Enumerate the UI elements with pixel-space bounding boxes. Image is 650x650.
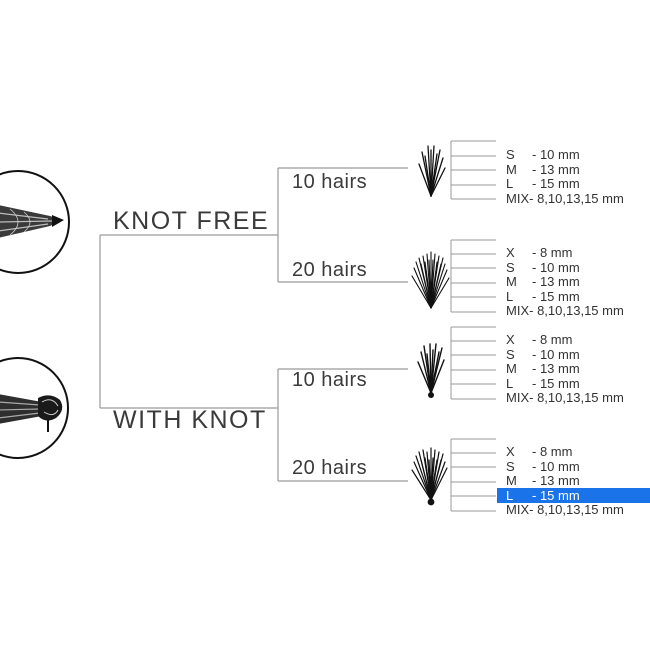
size-option[interactable]: L - 15 mm	[506, 376, 580, 391]
knot-dot-icon	[427, 498, 435, 506]
size-value: - 13 mm	[532, 361, 580, 376]
size-code: X	[506, 332, 515, 347]
size-code: M	[506, 162, 517, 177]
size-value: - 15 mm	[532, 289, 580, 304]
size-value: 8,10,13,15 mm	[537, 303, 624, 318]
lash-cluster-20-icon	[411, 251, 450, 309]
size-option[interactable]: S - 10 mm	[506, 459, 580, 474]
size-option[interactable]: M - 13 mm	[506, 162, 580, 177]
size-code: L	[506, 176, 514, 191]
knot-free-10-hairs-label: 10 hairs	[292, 171, 368, 193]
size-code: MIX-	[506, 502, 534, 517]
with-knot-20-hairs-label: 20 hairs	[292, 457, 368, 479]
size-option[interactable]: S - 10 mm	[506, 347, 580, 362]
size-value: - 10 mm	[532, 260, 580, 275]
size-option-mix[interactable]: MIX- 8,10,13,15 mm	[506, 303, 624, 318]
size-option-mix[interactable]: MIX- 8,10,13,15 mm	[506, 390, 624, 405]
size-value: - 15 mm	[532, 376, 580, 391]
size-code: S	[506, 147, 515, 162]
size-code: M	[506, 473, 517, 488]
size-value: 8,10,13,15 mm	[537, 502, 624, 517]
size-value: - 13 mm	[532, 162, 580, 177]
size-code: MIX-	[506, 191, 534, 206]
size-code: MIX-	[506, 390, 534, 405]
size-value: - 15 mm	[532, 488, 580, 503]
size-option[interactable]: S - 10 mm	[506, 147, 580, 162]
size-code: S	[506, 260, 515, 275]
lash-cluster-20-knot-icon	[411, 447, 448, 501]
size-code: L	[506, 376, 514, 391]
size-option[interactable]: X - 8 mm	[506, 444, 572, 459]
size-code: L	[506, 488, 514, 503]
size-option[interactable]: X - 8 mm	[506, 332, 572, 347]
with-knot-10-hairs-label: 10 hairs	[292, 369, 368, 391]
size-option[interactable]: L - 15 mm	[506, 176, 580, 191]
size-value: - 10 mm	[532, 347, 580, 362]
size-option[interactable]: L - 15 mm	[506, 289, 580, 304]
size-bracket-with-knot-20	[450, 438, 496, 512]
size-option-mix[interactable]: MIX- 8,10,13,15 mm	[506, 502, 624, 517]
knot-free-20-hairs-label: 20 hairs	[292, 259, 368, 281]
size-value: - 15 mm	[532, 176, 580, 191]
size-bracket-knot-free-20	[450, 239, 496, 313]
size-value: - 8 mm	[532, 245, 573, 260]
size-value: - 10 mm	[532, 459, 580, 474]
size-option[interactable]: M - 13 mm	[506, 361, 580, 376]
lash-cluster-10-icon	[418, 145, 446, 197]
lash-cluster-10-knot-icon	[417, 343, 445, 394]
knot-free-lash-closeup-icon	[0, 170, 70, 274]
with-knot-label: WITH KNOT	[113, 406, 267, 434]
size-code: X	[506, 444, 515, 459]
size-code: MIX-	[506, 303, 534, 318]
size-code: M	[506, 361, 517, 376]
with-knot-lash-closeup-icon	[0, 357, 69, 459]
size-value: - 8 mm	[532, 444, 573, 459]
size-value: - 8 mm	[532, 332, 573, 347]
knot-dot-icon	[428, 392, 434, 398]
size-code: M	[506, 274, 517, 289]
size-value: 8,10,13,15 mm	[537, 390, 624, 405]
size-bracket-knot-free-10	[450, 140, 496, 200]
size-code: S	[506, 459, 515, 474]
size-option-selected[interactable]: L - 15 mm	[497, 488, 650, 503]
size-option-mix[interactable]: MIX- 8,10,13,15 mm	[506, 191, 624, 206]
size-value: 8,10,13,15 mm	[537, 191, 624, 206]
size-code: X	[506, 245, 515, 260]
size-code: L	[506, 289, 514, 304]
size-option[interactable]: M - 13 mm	[506, 473, 580, 488]
size-option[interactable]: S - 10 mm	[506, 260, 580, 275]
size-value: - 10 mm	[532, 147, 580, 162]
knot-free-label: KNOT FREE	[113, 207, 270, 235]
size-code: S	[506, 347, 515, 362]
size-value: - 13 mm	[532, 473, 580, 488]
size-value: - 13 mm	[532, 274, 580, 289]
size-bracket-with-knot-10	[450, 326, 496, 400]
size-option[interactable]: M - 13 mm	[506, 274, 580, 289]
size-option[interactable]: X - 8 mm	[506, 245, 572, 260]
